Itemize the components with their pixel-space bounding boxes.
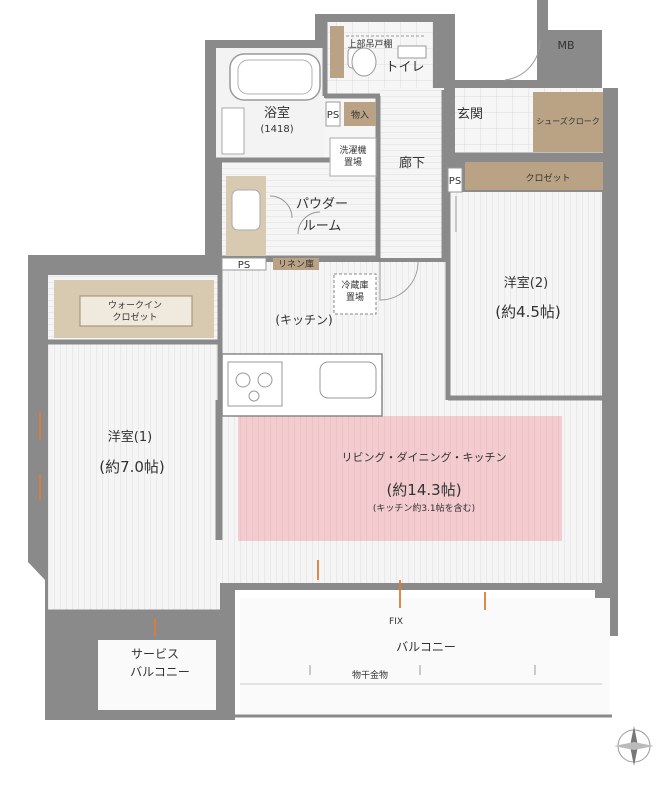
fix-label: FIX	[389, 617, 403, 627]
kitchen-counter	[221, 353, 383, 417]
mb-label: MB	[557, 39, 574, 52]
ps-label-powder: PS	[238, 260, 250, 271]
walkin-closet-inner	[79, 295, 193, 327]
western2-size-label: (約4.5帖)	[495, 303, 561, 321]
compass-icon	[614, 726, 654, 766]
door-swings	[269, 39, 541, 301]
western2-label: 洋室(2)	[504, 275, 548, 291]
ps-box-bath	[325, 101, 341, 127]
ldk-note-label: (キッチン約3.1帖を含む)	[373, 502, 475, 514]
laundry-label-2: 置場	[344, 156, 362, 168]
balcony-label: バルコニー	[396, 640, 456, 654]
toilet-label: トイレ	[385, 60, 424, 75]
hallway-label: 廊下	[399, 155, 425, 171]
walkin-label-1: ウォークイン	[108, 300, 162, 311]
service-balcony-label-2: バルコニー	[130, 665, 190, 679]
ps-label-hall: PS	[449, 176, 461, 187]
closet-western2	[465, 162, 603, 190]
powder-label-1: パウダー	[296, 197, 348, 212]
bathroom-size-label: (1418)	[260, 124, 293, 135]
ldk-highlight	[238, 416, 562, 541]
ps-label-bath: PS	[327, 110, 339, 121]
walkin-label-2: クロゼット	[112, 311, 157, 323]
fridge-label-1: 冷蔵庫	[341, 279, 368, 291]
window-markers	[39, 412, 486, 636]
ps-box-powder	[221, 257, 267, 271]
ldk-label: リビング・ダイニング・キッチン	[342, 450, 507, 464]
laundry-space	[329, 137, 377, 177]
western1-label: 洋室(1)	[108, 429, 152, 445]
storage-box	[344, 102, 376, 126]
shoe-closet-label: シューズクローク	[536, 116, 600, 126]
linen-label: リネン庫	[278, 258, 314, 270]
closet-label: クロゼット	[525, 172, 570, 184]
entrance-label: 玄関	[457, 107, 483, 122]
fridge-label-2: 置場	[346, 291, 364, 303]
toilet-fixture	[330, 26, 427, 78]
powder-label-2: ルーム	[303, 219, 342, 234]
shoe-closet	[533, 92, 603, 152]
laundry-label-1: 洗濯機	[339, 144, 366, 156]
storage-label: 物入	[351, 109, 369, 121]
western1-size-label: (約7.0帖)	[99, 458, 165, 476]
fridge-space	[333, 273, 377, 315]
bath-wash-area	[221, 107, 245, 155]
balcony-railing	[96, 665, 612, 718]
washbasin	[231, 189, 261, 231]
service-balcony-label-1: サービス	[131, 647, 179, 661]
bathroom-label: 浴室	[264, 105, 290, 121]
upper-cabinet-label: 上部吊戸棚	[347, 38, 392, 50]
bathtub	[229, 53, 321, 101]
drying-hardware-label: 物干金物	[352, 669, 388, 681]
linen-box	[273, 258, 319, 270]
kitchen-label: (キッチン)	[275, 313, 332, 327]
ldk-size-label: (約14.3帖)	[386, 481, 461, 499]
ps-box-hall	[447, 167, 463, 193]
